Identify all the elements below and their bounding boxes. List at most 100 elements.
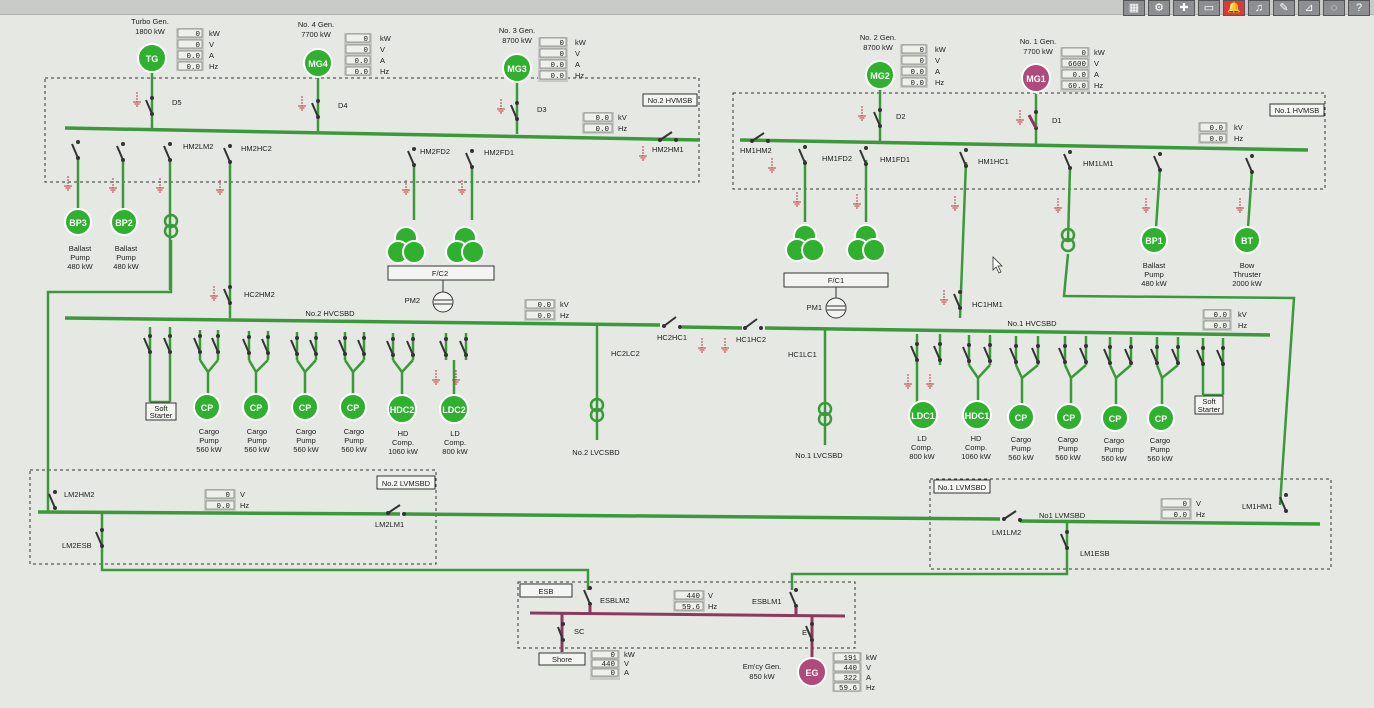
breaker-lm2lm1[interactable]: [386, 504, 406, 516]
generator-mg1[interactable]: MG1: [1021, 63, 1051, 93]
breaker-hm2hm1[interactable]: [658, 131, 678, 142]
grid-icon[interactable]: ▦: [1123, 0, 1145, 16]
breaker-hm2hc2[interactable]: [223, 143, 233, 165]
chart-icon[interactable]: ⊿: [1298, 0, 1320, 16]
esb-bus: [529, 611, 846, 618]
tg-rating: 1800 kW: [135, 27, 166, 36]
generator-tg[interactable]: TG: [137, 43, 167, 73]
svg-text:440: 440: [843, 665, 857, 673]
bp1-label-2: Pump: [1144, 270, 1164, 279]
generator-mg4[interactable]: MG4: [303, 48, 333, 78]
breaker-hm2lm2[interactable]: [163, 141, 173, 163]
breaker-bp2-feeder[interactable]: [116, 141, 126, 163]
svg-text:A: A: [866, 673, 871, 682]
svg-text:0.0: 0.0: [1173, 512, 1187, 520]
load-cp2b[interactable]: CP: [242, 393, 270, 421]
label-hm1hc1: HM1HC1: [978, 157, 1009, 166]
label-hc1hm1: HC1HM1: [972, 300, 1003, 309]
no2-hvcsbd-readout: 0.0 0.0 kV Hz: [524, 299, 569, 321]
no1-lvmsbd-frame: [929, 478, 1332, 570]
load-ldc2[interactable]: LDC2: [439, 394, 469, 424]
report-icon[interactable]: ✎: [1273, 0, 1295, 16]
load-hdc2[interactable]: HDC2: [387, 394, 417, 424]
mg4-name: No. 4 Gen.: [298, 20, 334, 29]
mg3-rating: 8700 kW: [502, 36, 533, 45]
load-cp2d[interactable]: CP: [339, 393, 367, 421]
pm1-label: PM1: [807, 303, 822, 312]
breaker-hm2fd1[interactable]: [465, 148, 475, 170]
breaker-hm1hc1[interactable]: [959, 147, 969, 169]
load-hdc1[interactable]: HDC1: [962, 400, 992, 430]
sound-icon[interactable]: ♫: [1248, 0, 1270, 16]
load-bp3[interactable]: BP3: [64, 208, 92, 236]
svg-text:0: 0: [1182, 501, 1187, 509]
svg-text:Hz: Hz: [935, 78, 944, 87]
label-d3: D3: [537, 105, 547, 114]
window-title-bar: [0, 0, 1374, 15]
breaker-sc[interactable]: [557, 622, 565, 642]
no1-lvmsbd-readout: 0 0.0 V Hz: [1160, 498, 1205, 520]
load-cp2a[interactable]: CP: [193, 393, 221, 421]
load-bp1[interactable]: BP1: [1140, 226, 1168, 254]
generator-eg[interactable]: EG: [797, 657, 827, 687]
label-hm1hm2: HM1HM2: [740, 146, 772, 155]
breaker-hm1fd1[interactable]: [859, 145, 869, 167]
label-hm2hm1: HM2HM1: [652, 145, 684, 154]
generator-mg2[interactable]: MG2: [865, 60, 895, 90]
breaker-d1[interactable]: [1027, 110, 1038, 130]
load-bt[interactable]: BT: [1233, 226, 1261, 254]
svg-text:59.6: 59.6: [682, 604, 701, 612]
breaker-esblm1[interactable]: [789, 587, 799, 609]
breaker-hm2fd2[interactable]: [407, 146, 417, 168]
breaker-lm1lm2[interactable]: [1002, 510, 1022, 522]
config-icon[interactable]: ✚: [1173, 0, 1195, 16]
svg-text:V: V: [624, 659, 629, 668]
breaker-bp1-feeder[interactable]: [1153, 151, 1163, 173]
fc2-label: F/C2: [432, 269, 448, 278]
svg-text:Hz: Hz: [1234, 134, 1243, 143]
svg-text:0.0: 0.0: [1072, 72, 1086, 80]
svg-text:0: 0: [559, 51, 564, 59]
print-icon[interactable]: ▭: [1198, 0, 1220, 16]
settings-icon[interactable]: ⚙: [1148, 0, 1170, 16]
generator-mg3[interactable]: MG3: [502, 53, 532, 83]
cp2c-label-3: 560 kW: [293, 445, 319, 454]
svg-text:60.0: 60.0: [1068, 83, 1087, 91]
alarm-bell-icon[interactable]: 🔔: [1223, 0, 1245, 16]
load-cp2c[interactable]: CP: [291, 393, 319, 421]
load-cp1b[interactable]: CP: [1055, 403, 1083, 431]
chat-icon[interactable]: ◌: [1323, 0, 1345, 16]
load-cp1a[interactable]: CP: [1007, 403, 1035, 431]
breaker-hm1lm1[interactable]: [1063, 149, 1073, 171]
shore-label: Shore: [552, 655, 572, 664]
svg-text:V: V: [209, 40, 214, 49]
breaker-bp3-feeder[interactable]: [71, 139, 81, 161]
load-bp2[interactable]: BP2: [110, 208, 138, 236]
mg3-name: No. 3 Gen.: [499, 26, 535, 35]
svg-text:Hz: Hz: [866, 683, 875, 692]
no2-lvmsbd-title: No.2 LVMSBD: [382, 479, 431, 488]
ldc1-label-1: LD: [917, 434, 927, 443]
svg-text:Hz: Hz: [708, 602, 717, 611]
svg-text:Hz: Hz: [380, 67, 389, 76]
breaker-hc1hc2[interactable]: [743, 318, 763, 330]
cp2d-label-1: Cargo: [344, 427, 364, 436]
label-hm1lm1: HM1LM1: [1083, 159, 1113, 168]
svg-text:0: 0: [225, 492, 230, 500]
breaker-hm1fd2[interactable]: [798, 144, 808, 166]
breaker-lm2hm2[interactable]: [48, 489, 58, 511]
svg-text:Hz: Hz: [240, 501, 249, 510]
breaker-bt-feeder[interactable]: [1245, 153, 1255, 175]
load-cp1c[interactable]: CP: [1101, 404, 1129, 432]
label-lm2lm1: LM2LM1: [375, 520, 404, 529]
soft-starter-1: [1194, 395, 1224, 415]
load-cp1d[interactable]: CP: [1147, 404, 1175, 432]
load-ldc1[interactable]: LDC1: [908, 400, 938, 430]
svg-text:0: 0: [610, 652, 615, 660]
svg-text:0.0: 0.0: [537, 302, 551, 310]
breaker-hc2hc1[interactable]: [662, 316, 682, 329]
breaker-hm1hm2[interactable]: [750, 132, 770, 143]
svg-text:V: V: [380, 45, 385, 54]
help-icon[interactable]: ?: [1348, 0, 1370, 16]
svg-text:CP: CP: [1015, 413, 1028, 423]
